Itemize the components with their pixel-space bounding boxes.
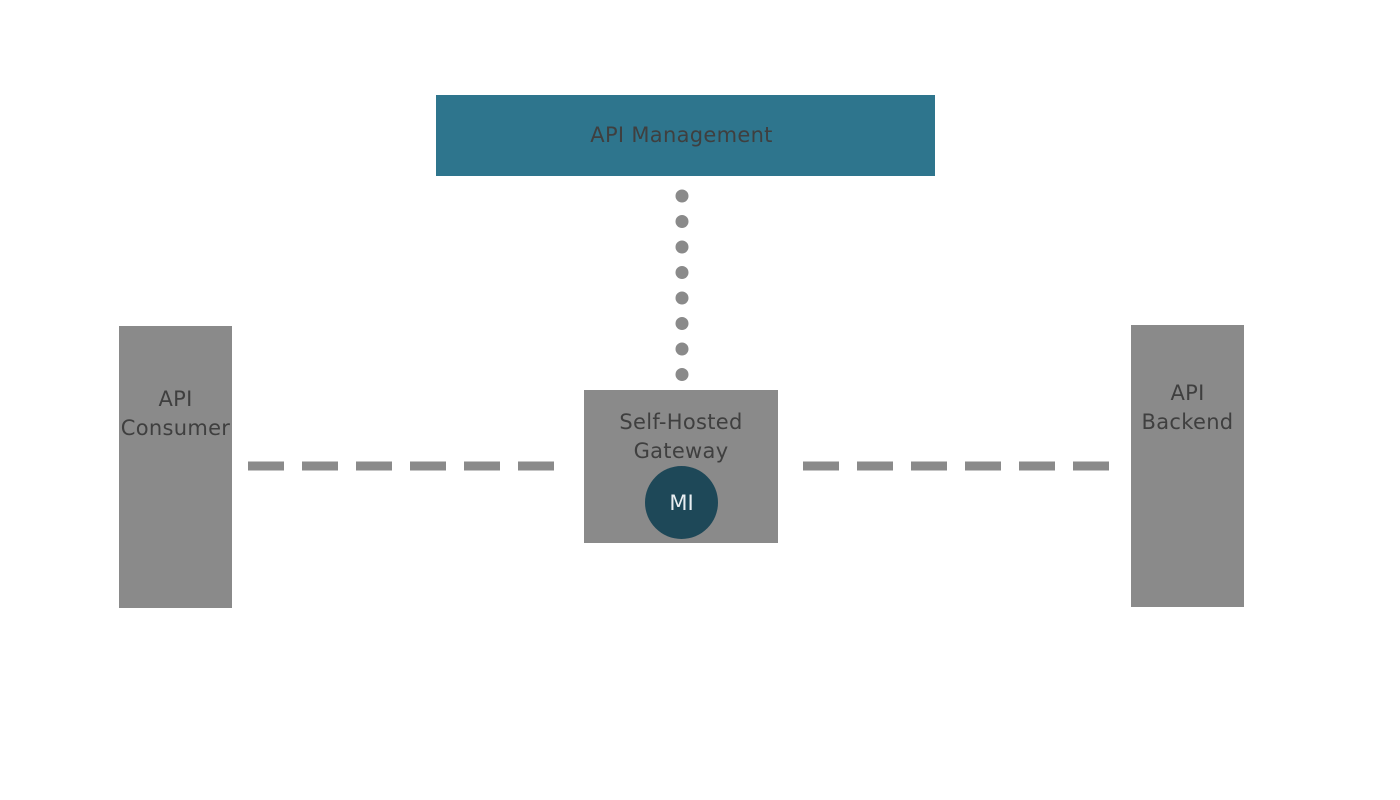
self-hosted-gateway-label: Self-Hosted Gateway <box>619 410 743 463</box>
api-management-label: API Management <box>590 123 773 147</box>
api-backend-label: API Backend <box>1141 381 1234 434</box>
api-consumer-label: API Consumer <box>120 387 231 440</box>
api-backend-node: API Backend <box>1131 325 1244 607</box>
managed-identity-badge: MI <box>645 466 718 539</box>
managed-identity-label: MI <box>669 490 694 515</box>
api-management-node: API Management <box>436 95 935 176</box>
api-consumer-node: API Consumer <box>119 326 232 608</box>
